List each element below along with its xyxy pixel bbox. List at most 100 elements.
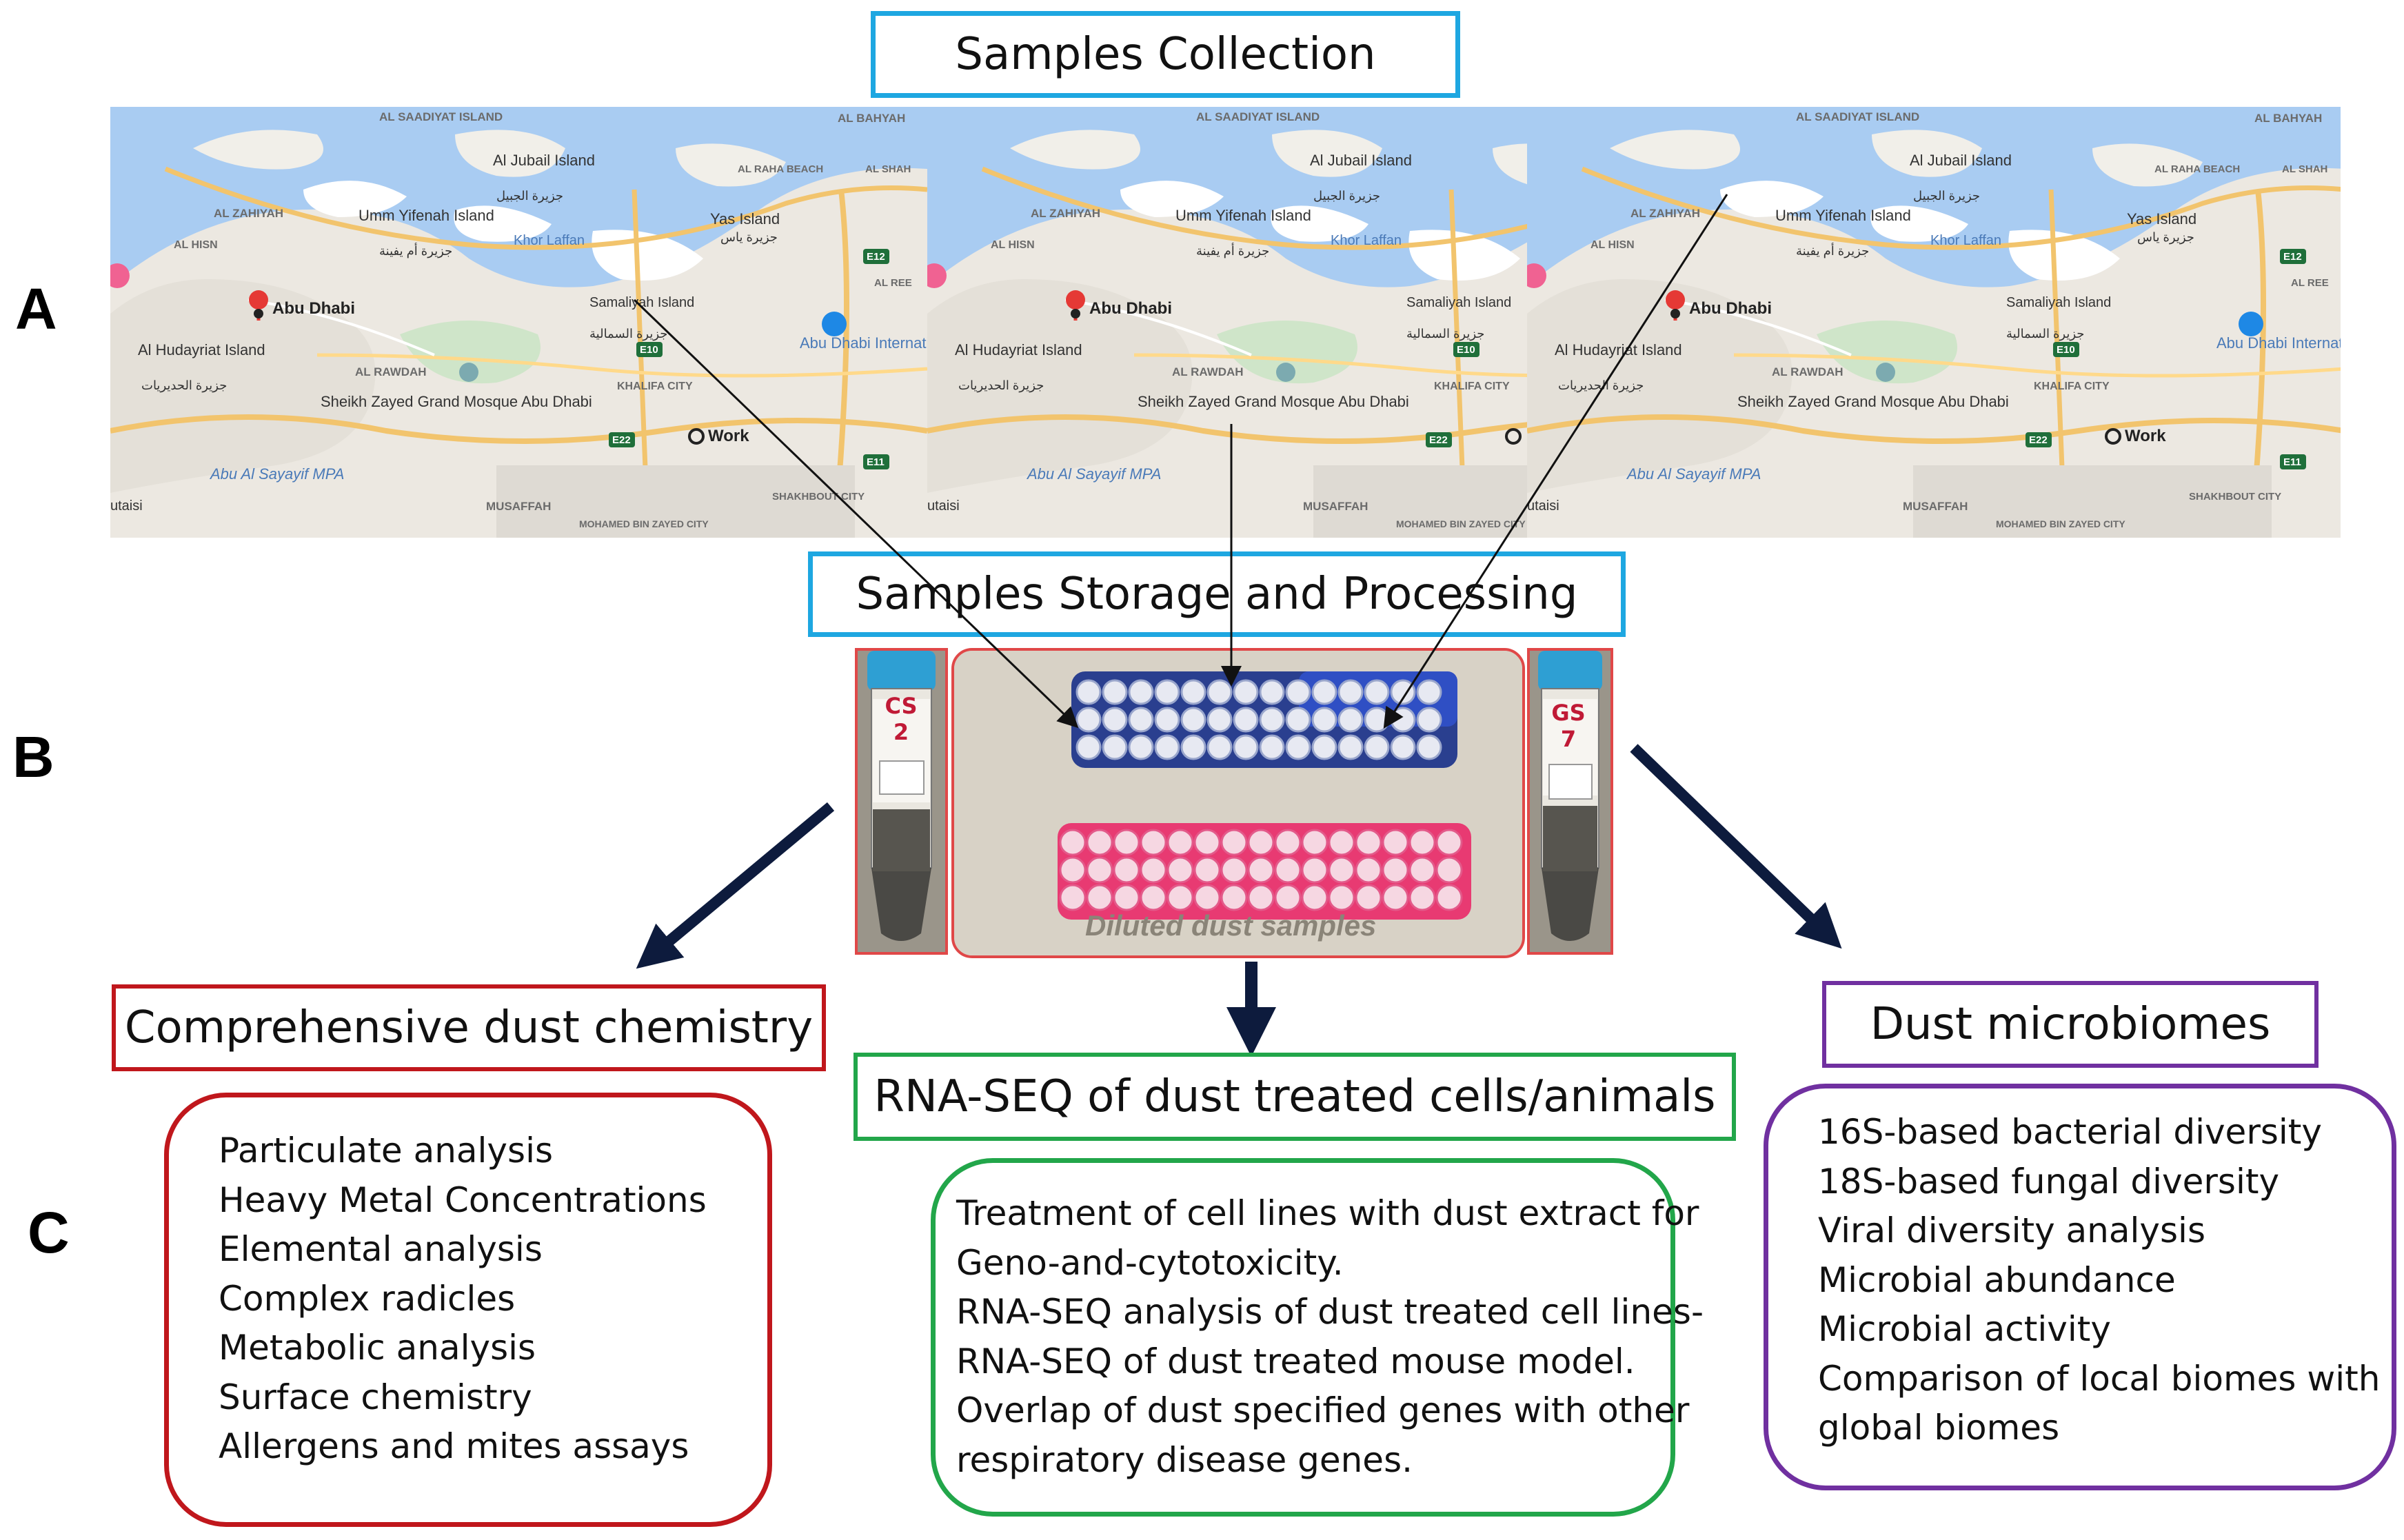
abu-dhabi-map-3: AL SAADIYAT ISLAND AL BAHYAH Al Jubail Isl… xyxy=(1527,107,2341,538)
map-label-mutaisi: utaisi xyxy=(1527,498,1559,514)
map-road-shield-road-e12: E12 xyxy=(863,249,889,264)
map-label-samaliyah-ar: جزيرة السمالية xyxy=(589,327,667,341)
sample-arrow-right xyxy=(1383,194,1728,729)
svg-text:E11: E11 xyxy=(2283,456,2301,468)
map-label-mohamed-bin-zayed: MOHAMED BIN ZAYED CITY xyxy=(579,518,709,529)
map-label-al-hudayriat-ar: جزيرة الحديريات xyxy=(958,378,1044,393)
map-road-shield-road-e22: E22 xyxy=(2026,432,2052,447)
map-label-al-saadiyat: AL SAADIYAT ISLAND xyxy=(379,110,503,123)
samples-storage-title-text: Samples Storage and Processing xyxy=(856,569,1578,620)
flow-arrow-microbiomes xyxy=(1630,744,1842,949)
map-label-musaffah: MUSAFFAH xyxy=(1903,500,1968,513)
microbiomes-title-text: Dust microbiomes xyxy=(1870,999,2271,1050)
chemistry-item: Particulate analysis xyxy=(219,1131,554,1171)
map-label-abu-al-sayayif: Abu Al Sayayif MPA xyxy=(209,465,344,483)
map-label-mutaisi: utaisi xyxy=(110,498,143,514)
map-label-al-reef: AL REE xyxy=(874,277,912,289)
map-road-shield-road-e10: E10 xyxy=(1453,342,1479,357)
map-label-al-saadiyat: AL SAADIYAT ISLAND xyxy=(1196,110,1320,123)
map-label-umm-yifenah-ar: جزيرة أم يفينة xyxy=(1196,243,1269,259)
panel-label-a: A xyxy=(15,276,57,341)
map-label-airport: Abu Dhabi International Airport xyxy=(2216,334,2341,352)
map-label-al-hudayriat: Al Hudayriat Island xyxy=(955,341,1082,358)
svg-text:E22: E22 xyxy=(2029,434,2048,446)
map-label-abu-al-sayayif: Abu Al Sayayif MPA xyxy=(1626,465,1761,483)
rnaseq-line: Treatment of cell lines with dust extrac… xyxy=(956,1193,1699,1233)
map-label-al-shah: AL SHAH xyxy=(2282,163,2327,175)
rnaseq-line: Geno-and-cytotoxicity. xyxy=(956,1242,1344,1283)
tube-photo-right xyxy=(1527,648,1613,955)
map-label-al-jubail: Al Jubail Island xyxy=(1910,152,2012,169)
map-label-sheikh-zayed: Sheikh Zayed Grand Mosque Abu Dhabi xyxy=(1737,393,2009,410)
chemistry-list-box: Particulate analysis Heavy Metal Concent… xyxy=(164,1093,772,1527)
map-label-al-rawdah: AL RAWDAH xyxy=(1172,365,1244,378)
chemistry-title: Comprehensive dust chemistry xyxy=(112,984,826,1071)
chemistry-item: Metabolic analysis xyxy=(219,1328,536,1368)
map-label-al-zahiyah: AL ZAHIYAH xyxy=(1031,207,1100,220)
map-label-al-jubail: Al Jubail Island xyxy=(493,152,595,169)
map-label-umm-yifenah-ar: جزيرة أم يفينة xyxy=(1796,243,1869,259)
map-label-al-rawdah: AL RAWDAH xyxy=(1772,365,1844,378)
map-label-al-bahyah: AL BAHYAH xyxy=(2254,112,2322,125)
map-label-yas-island: Yas Island xyxy=(2127,210,2196,227)
map-label-khalifa-city: KHALIFA CITY xyxy=(1434,381,1510,392)
map-label-mohamed-bin-zayed: MOHAMED BIN ZAYED CITY xyxy=(1396,518,1526,529)
map-label-abu-dhabi: Abu Dhabi xyxy=(272,299,355,318)
map-label-yas-island: Yas Island xyxy=(710,210,780,227)
map-label-yas-island-ar: جزيرة ياس xyxy=(720,230,778,245)
chemistry-item: Heavy Metal Concentrations xyxy=(219,1179,707,1220)
map-label-work: Work xyxy=(2125,427,2166,445)
map-label-samaliyah: Samaliyah Island xyxy=(589,295,694,310)
map-label-al-saadiyat: AL SAADIYAT ISLAND xyxy=(1796,110,1919,123)
map-label-samaliyah: Samaliyah Island xyxy=(1406,295,1511,310)
rnaseq-line: RNA-SEQ analysis of dust treated cell li… xyxy=(956,1292,1704,1332)
map-label-al-zahiyah: AL ZAHIYAH xyxy=(214,207,283,220)
map-label-umm-yifenah: Umm Yifenah Island xyxy=(358,207,494,224)
map-label-al-reef: AL REE xyxy=(2291,277,2329,289)
map-label-al-hisn: AL HISN xyxy=(991,239,1035,251)
map-road-shield-road-e11: E11 xyxy=(863,454,889,469)
map-label-shakhbout: SHAKHBOUT CITY xyxy=(2189,491,2281,503)
chemistry-item: Allergens and mites assays xyxy=(219,1426,689,1466)
map-label-umm-yifenah: Umm Yifenah Island xyxy=(1175,207,1311,224)
microbiomes-title: Dust microbiomes xyxy=(1822,981,2319,1068)
rack-caption: Diluted dust samples xyxy=(1085,909,1377,942)
map-label-umm-yifenah-ar: جزيرة أم يفينة xyxy=(379,243,452,259)
map-label-al-shah: AL SHAH xyxy=(865,163,911,175)
microbiomes-line: Viral diversity analysis xyxy=(1818,1210,2205,1250)
microbiomes-line: 16S-based bacterial diversity xyxy=(1818,1112,2323,1152)
svg-text:E12: E12 xyxy=(867,251,885,263)
map-label-work: Work xyxy=(708,427,749,445)
map-label-yas-island-ar: جزيرة ياس xyxy=(2137,230,2194,245)
map-label-samaliyah-ar: جزيرة السمالية xyxy=(1406,327,1484,341)
rnaseq-title: RNA-SEQ of dust treated cells/animals xyxy=(853,1053,1736,1141)
map-label-airport: Abu Dhabi International Airport xyxy=(800,334,927,352)
chemistry-item: Surface chemistry xyxy=(219,1377,532,1417)
map-label-khalifa-city: KHALIFA CITY xyxy=(617,381,693,392)
map-label-musaffah: MUSAFFAH xyxy=(1303,500,1368,513)
svg-text:E10: E10 xyxy=(1457,344,1475,356)
svg-text:E22: E22 xyxy=(1429,434,1448,446)
map-label-al-zahiyah: AL ZAHIYAH xyxy=(1630,207,1700,220)
rnaseq-line: respiratory disease genes. xyxy=(956,1439,1413,1480)
map-label-mohamed-bin-zayed: MOHAMED BIN ZAYED CITY xyxy=(1996,518,2125,529)
chemistry-item: Complex radicles xyxy=(219,1278,516,1319)
map-label-al-jubail-ar: جزيرة الجبيل xyxy=(1313,189,1380,203)
sample-arrow-left xyxy=(633,298,1079,729)
map-label-al-raha: AL RAHA BEACH xyxy=(738,163,823,175)
map-label-abu-al-sayayif: Abu Al Sayayif MPA xyxy=(1026,465,1161,483)
map-label-mutaisi: utaisi xyxy=(927,498,960,514)
microbiomes-line: Microbial activity xyxy=(1818,1309,2111,1349)
microbiomes-line: Microbial abundance xyxy=(1818,1259,2176,1300)
flow-arrow-chemistry xyxy=(636,802,835,969)
map-road-shield-road-e22: E22 xyxy=(1426,432,1452,447)
map-road-shield-road-e12: E12 xyxy=(2280,249,2306,264)
map-label-al-hisn: AL HISN xyxy=(1590,239,1635,251)
map-label-samaliyah: Samaliyah Island xyxy=(2006,295,2111,310)
microbiomes-line: Comparison of local biomes with xyxy=(1818,1358,2381,1399)
microbiomes-line: 18S-based fungal diversity xyxy=(1818,1161,2280,1202)
map-label-al-hudayriat: Al Hudayriat Island xyxy=(138,341,265,358)
